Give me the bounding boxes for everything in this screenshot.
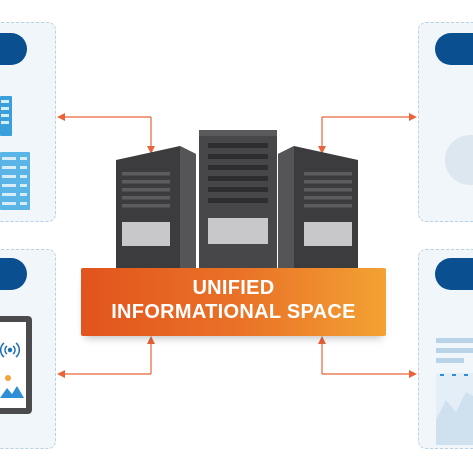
connector-bottom-right (318, 336, 417, 378)
card-header-tab (0, 33, 27, 65)
card-top-right (418, 22, 473, 222)
tablet-icon (0, 316, 32, 414)
report-chart-icon (436, 338, 473, 445)
server-unit-left (116, 146, 196, 268)
card-header-tab (0, 258, 27, 290)
database-list-icon (0, 96, 30, 210)
connector-top-left (57, 113, 155, 154)
server-rack-icon (116, 130, 358, 268)
connector-top-right (318, 113, 417, 154)
card-header-tab (435, 258, 473, 290)
card-header-tab (435, 33, 473, 65)
banner-line-1: UNIFIED (192, 277, 275, 299)
server-unit-right (278, 146, 358, 268)
banner-line-2: INFORMATIONAL SPACE (111, 301, 356, 323)
connector-bottom-left (57, 336, 155, 378)
unified-space-banner: UNIFIED INFORMATIONAL SPACE (81, 268, 386, 336)
server-unit-center (199, 130, 277, 268)
pie-chart-icon (445, 135, 473, 185)
